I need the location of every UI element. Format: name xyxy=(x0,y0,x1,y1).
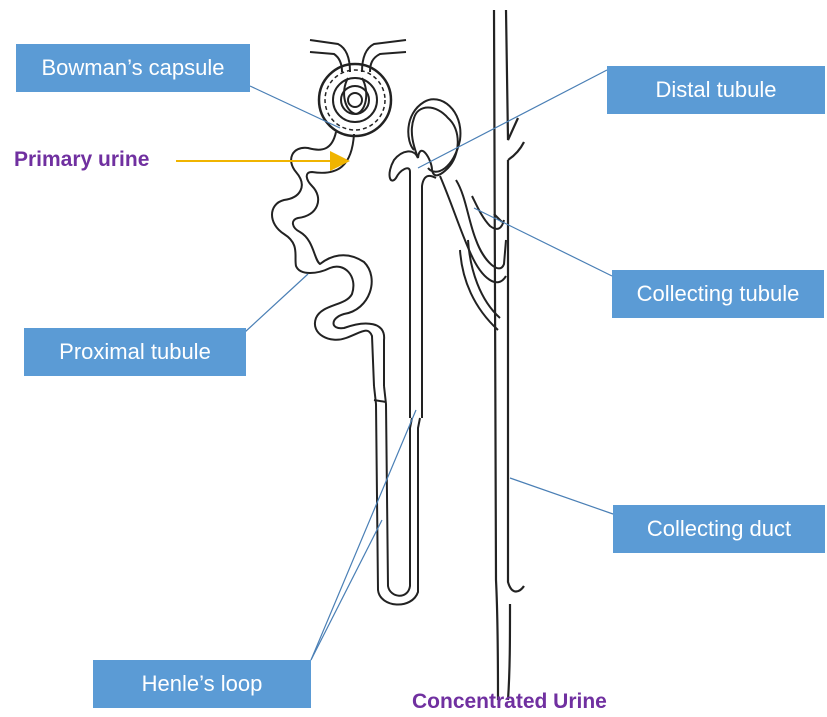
leader-henles-loop-1 xyxy=(311,520,382,660)
leader-proximal-tubule xyxy=(245,274,308,332)
label-collecting-duct: Collecting duct xyxy=(613,505,825,553)
leader-collecting-duct xyxy=(510,478,613,514)
collecting-duct-drawing xyxy=(494,10,524,700)
label-collecting-tubule: Collecting tubule xyxy=(612,270,824,318)
label-concentrated-urine: Concentrated Urine xyxy=(412,690,607,714)
collecting-tubule-drawing xyxy=(460,196,504,330)
label-henles-loop: Henle’s loop xyxy=(93,660,311,708)
bowmans-capsule-drawing xyxy=(319,64,391,136)
label-distal-tubule: Distal tubule xyxy=(607,66,825,114)
label-bowmans-capsule: Bowman’s capsule xyxy=(16,44,250,92)
leader-henles-loop-2 xyxy=(311,410,416,660)
label-proximal-tubule: Proximal tubule xyxy=(24,328,246,376)
label-primary-urine: Primary urine xyxy=(14,148,149,172)
leader-distal-tubule xyxy=(418,70,607,168)
proximal-tubule-drawing xyxy=(272,132,384,386)
glomerular-vessels xyxy=(310,40,406,72)
